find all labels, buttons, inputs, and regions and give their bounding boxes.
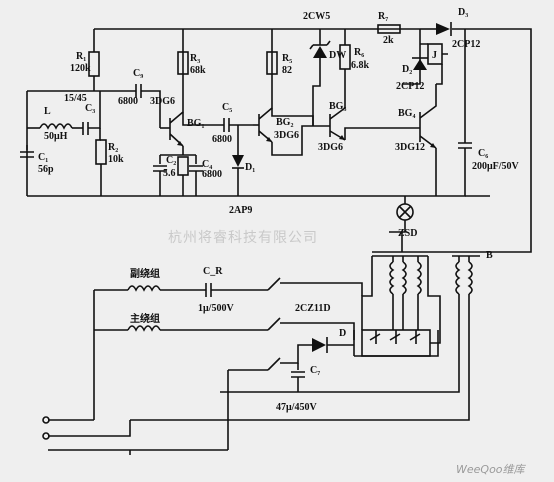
label-c4-name: C₄ bbox=[202, 159, 212, 170]
capacitor-c6 bbox=[458, 142, 472, 149]
logo-text: WeeQoo维库 bbox=[456, 463, 527, 476]
label-bg3-type: 3DG6 bbox=[318, 142, 343, 153]
transistor-bg3 bbox=[313, 88, 346, 141]
label-dw-name: DW bbox=[329, 50, 346, 61]
inductor-l bbox=[27, 123, 83, 130]
label-bg4-name: BG₄ bbox=[398, 108, 415, 119]
label-c5-value: 6800 bbox=[212, 134, 232, 145]
label-aux-winding: 副绕组 bbox=[130, 267, 160, 280]
label-c7-value: 47μ/450V bbox=[276, 402, 317, 413]
resistor-r5 bbox=[266, 51, 278, 75]
label-bg1-name: BG₁ bbox=[187, 118, 204, 129]
label-r5-name: R₅ bbox=[282, 53, 292, 64]
label-r2-value: 10k bbox=[108, 154, 124, 165]
switch-c7 bbox=[267, 357, 281, 371]
label-bg4-type: 3DG12 bbox=[395, 142, 425, 153]
label-c1-value: 56p bbox=[38, 164, 54, 175]
label-r7-name: R₇ bbox=[378, 11, 388, 22]
label-r6-name: R₆ bbox=[354, 47, 364, 58]
capacitor-c5 bbox=[223, 118, 230, 132]
label-r1-name: R₁ bbox=[76, 51, 86, 62]
label-d-type: 2CZ11D bbox=[295, 303, 331, 314]
label-c1-name: C₁ bbox=[38, 152, 48, 163]
label-dw-type: 2CW5 bbox=[303, 11, 330, 22]
label-d2-name: D₂ bbox=[402, 64, 412, 75]
switch-aux bbox=[267, 277, 363, 296]
diode-d1 bbox=[232, 155, 244, 169]
diode-d bbox=[312, 337, 328, 353]
label-bg2-name: BG₂ bbox=[276, 117, 293, 128]
resistor-emitter bbox=[177, 156, 189, 176]
label-r3-name: R₃ bbox=[190, 53, 200, 64]
label-relay-j: J bbox=[432, 50, 437, 61]
label-d-name: D bbox=[339, 328, 346, 339]
resistor-r2 bbox=[95, 139, 107, 165]
lamp-zsd bbox=[396, 203, 414, 221]
label-r1-value: 120k bbox=[70, 63, 91, 74]
label-c6-value: 200μF/50V bbox=[472, 161, 520, 172]
label-zsd: ZSD bbox=[398, 228, 417, 239]
switch-main bbox=[267, 317, 355, 340]
resistor-r7 bbox=[377, 24, 401, 34]
label-l-value: 50μH bbox=[44, 131, 68, 142]
label-d1-type: 2AP9 bbox=[229, 205, 252, 216]
label-cr-name: C_R bbox=[203, 266, 223, 277]
capacitor-cr bbox=[205, 283, 212, 297]
label-d3-name: D₃ bbox=[458, 7, 468, 18]
diode-d3 bbox=[436, 22, 452, 36]
zener-dw bbox=[309, 40, 331, 58]
label-d2-type: 2CP12 bbox=[396, 81, 424, 92]
label-bg2-type: 3DG6 bbox=[274, 130, 299, 141]
label-r2-name: R₂ bbox=[108, 142, 118, 153]
resistor-r3 bbox=[177, 51, 189, 75]
transistor-bg1 bbox=[160, 29, 184, 147]
capacitor-c1 bbox=[20, 145, 34, 158]
label-c7-name: C₇ bbox=[310, 365, 320, 376]
main-winding-coil bbox=[127, 325, 161, 332]
transistor-bg2 bbox=[253, 29, 273, 143]
label-c4-value: 6800 bbox=[202, 169, 222, 180]
label-r5-value: 82 bbox=[282, 65, 292, 76]
label-r7-value: 2k bbox=[383, 35, 394, 46]
diode-d2 bbox=[412, 44, 428, 70]
label-l-name: L bbox=[44, 106, 51, 117]
label-c2-value: 5.6 bbox=[163, 168, 176, 179]
label-c3: C₃ bbox=[85, 103, 95, 114]
transformer-b bbox=[130, 251, 480, 421]
label-transformer: B bbox=[486, 250, 493, 261]
label-c6-name: C₆ bbox=[478, 148, 488, 159]
label-tap: 15/45 bbox=[64, 93, 87, 104]
label-c9-name: C₉ bbox=[133, 68, 143, 79]
label-r6-value: 6.8k bbox=[351, 60, 370, 71]
aux-winding-coil bbox=[127, 285, 161, 292]
right-return-wire bbox=[402, 28, 532, 253]
capacitor-c4 bbox=[189, 155, 203, 196]
label-c2-name: C₂ bbox=[166, 155, 176, 166]
label-main-winding: 主绕组 bbox=[130, 312, 160, 325]
label-bg3-name: BG₃ bbox=[329, 101, 346, 112]
terminals bbox=[42, 416, 228, 455]
label-d3-type: 2CP12 bbox=[452, 39, 480, 50]
label-c5-name: C₅ bbox=[222, 102, 232, 113]
capacitor-c2 bbox=[153, 155, 167, 196]
label-r3-value: 68k bbox=[190, 65, 206, 76]
label-cr-value: 1μ/500V bbox=[198, 303, 234, 314]
label-c9-value: 6800 bbox=[118, 96, 138, 107]
label-d1-name: D₁ bbox=[245, 162, 255, 173]
transistor-bg4 bbox=[402, 84, 437, 149]
label-bg1-type: 3DG6 bbox=[150, 96, 175, 107]
capacitor-c7 bbox=[291, 363, 305, 392]
watermark-text: 杭州将睿科技有限公司 bbox=[168, 230, 318, 246]
